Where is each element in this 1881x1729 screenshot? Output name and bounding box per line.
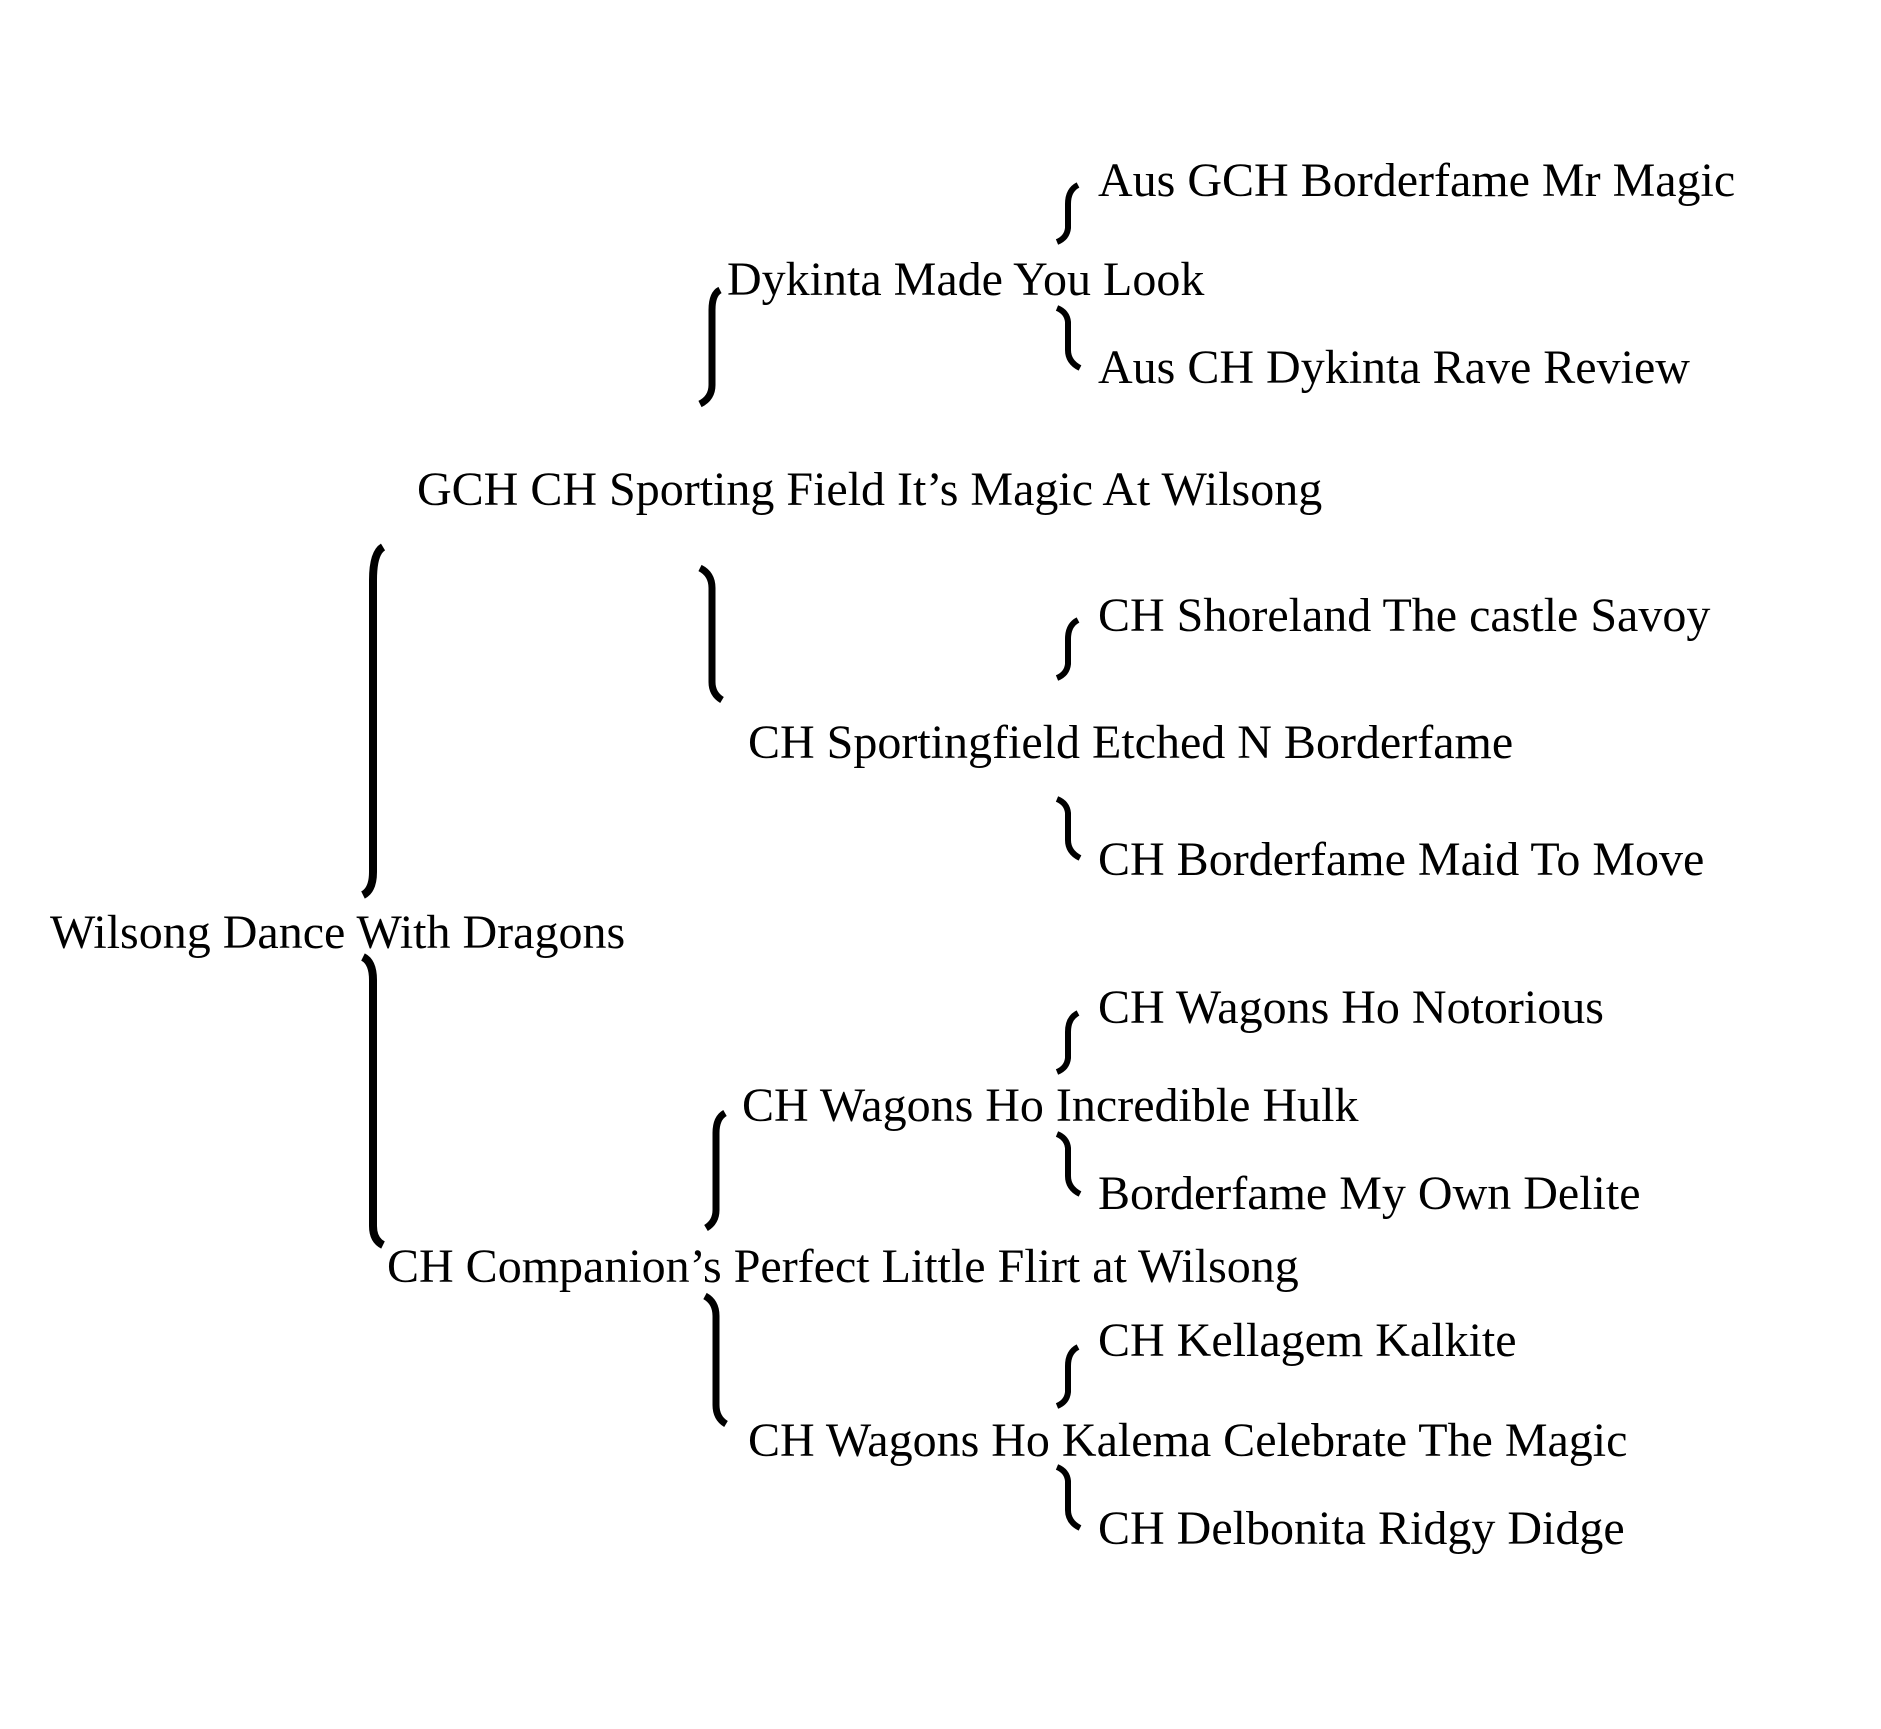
ggp-5-name: CH Wagons Ho Notorious (1098, 981, 1604, 1034)
bracket-ggp-7 (1055, 1344, 1080, 1409)
sire-name: GCH CH Sporting Field It’s Magic At Wils… (417, 463, 1323, 516)
bracket-sire-line (360, 543, 386, 899)
ggp-7-name: CH Kellagem Kalkite (1098, 1314, 1517, 1367)
bracket-sire-dam-line (698, 564, 724, 704)
ggp-8-name: CH Delbonita Ridgy Didge (1098, 1502, 1625, 1555)
ggp-1-name: Aus GCH Borderfame Mr Magic (1098, 154, 1736, 207)
dog-name: Wilsong Dance With Dragons (50, 906, 626, 959)
bracket-ggp-6 (1055, 1131, 1082, 1197)
ggp-6-name: Borderfame My Own Delite (1098, 1167, 1641, 1220)
bracket-sire-sire-line (698, 286, 722, 408)
bracket-ggp-3 (1055, 617, 1080, 681)
bracket-ggp-1 (1055, 182, 1080, 245)
bracket-ggp-5 (1055, 1010, 1080, 1075)
ggp-3-name: CH Shoreland The castle Savoy (1098, 589, 1711, 642)
bracket-dam-dam-line (703, 1292, 728, 1428)
bracket-dam-sire-line (704, 1109, 727, 1232)
sire-sire-name: Dykinta Made You Look (727, 253, 1205, 306)
bracket-ggp-2 (1055, 305, 1082, 371)
bracket-ggp-8 (1055, 1464, 1082, 1531)
dam-dam-name: CH Wagons Ho Kalema Celebrate The Magic (748, 1414, 1628, 1467)
sire-dam-name: CH Sportingfield Etched N Borderfame (748, 716, 1514, 769)
ggp-4-name: CH Borderfame Maid To Move (1098, 833, 1705, 886)
bracket-ggp-4 (1055, 796, 1082, 861)
dam-name: CH Companion’s Perfect Little Flirt at W… (387, 1240, 1299, 1293)
bracket-dam-line (360, 953, 386, 1249)
ggp-2-name: Aus CH Dykinta Rave Review (1098, 341, 1690, 394)
dam-sire-name: CH Wagons Ho Incredible Hulk (742, 1079, 1359, 1132)
